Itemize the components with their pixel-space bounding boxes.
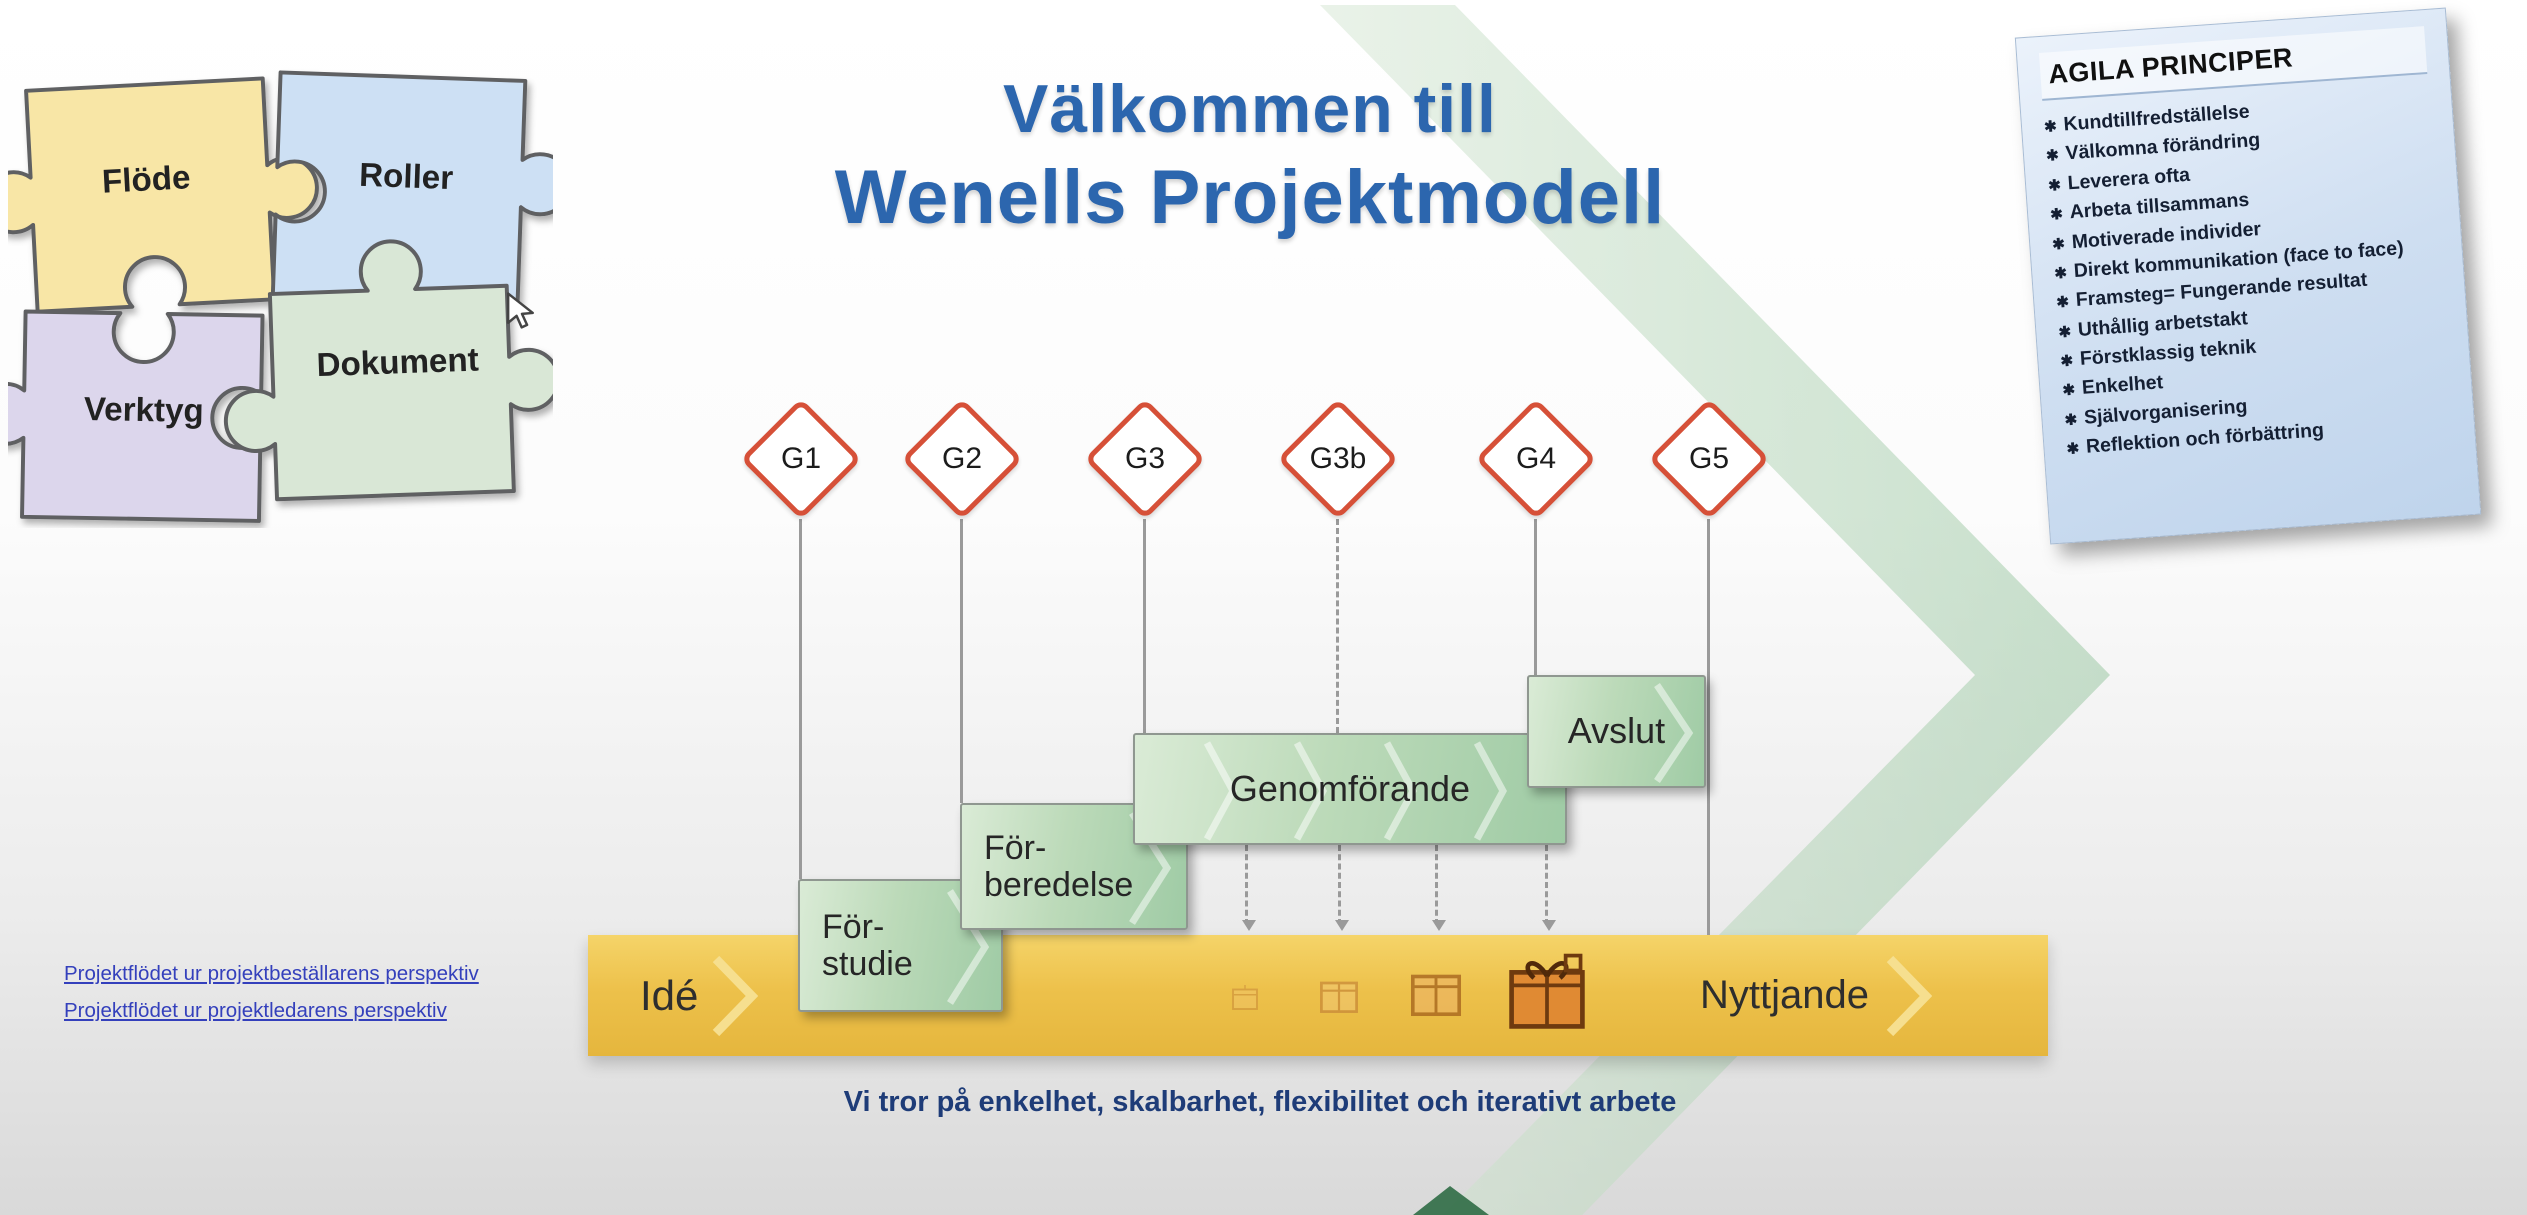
gate-label: G3 [1124,442,1166,475]
gate-g3[interactable]: G3 [1084,398,1206,520]
band-chevron-icon [712,955,758,1037]
cursor-pointer-icon [506,292,535,329]
gate-label: G3b [1309,442,1367,475]
puzzle-piece-dokument[interactable]: Dokument [220,236,553,502]
package-icon-final-delivery [1509,953,1585,1029]
agile-principle-text: Självorganisering [2083,395,2249,429]
gate-line-g3b [1336,519,1339,733]
star-bullet-icon: ✱ [2059,352,2074,371]
gate-line-g5 [1707,519,1710,935]
gate-line-g4 [1534,519,1537,675]
puzzle-label-flode: Flöde [101,159,191,201]
agile-principle-text: Enkelhet [2081,371,2164,400]
gate-label: G1 [780,442,822,475]
star-bullet-icon: ✱ [2049,205,2064,224]
phase-avslut[interactable]: Avslut [1527,675,1706,788]
star-bullet-icon: ✱ [2061,381,2076,400]
gate-g4[interactable]: G4 [1475,398,1597,520]
gate-g1[interactable]: G1 [740,398,862,520]
star-bullet-icon: ✱ [2043,118,2058,136]
gate-label: G4 [1515,442,1557,475]
perspective-links: Projektflödet ur projektbeställarens per… [64,962,479,1036]
puzzle-label-roller: Roller [359,157,454,197]
phase-label: beredelse [984,865,1134,904]
phase-genomforande[interactable]: Genomförande [1133,733,1567,845]
gate-line-g3 [1143,519,1146,733]
gate-g2[interactable]: G2 [901,398,1023,520]
star-bullet-icon: ✱ [2057,323,2072,341]
phase-label: Genomförande [1229,767,1471,809]
star-bullet-icon: ✱ [2047,176,2062,195]
tagline: Vi tror på enkelhet, skalbarhet, flexibi… [843,1086,1677,1118]
title-line2: Wenells Projektmodell [834,155,1666,240]
phase-chevron-icon [1203,741,1507,841]
flow-end-label[interactable]: Nyttjande [1700,973,1869,1017]
delivery-arrow-4 [1542,845,1556,931]
star-bullet-icon: ✱ [2045,147,2060,166]
gate-g3b[interactable]: G3b [1277,398,1399,520]
phase-chevron-icon [1654,683,1694,783]
star-bullet-icon: ✱ [2055,293,2070,312]
gate-g5[interactable]: G5 [1648,398,1770,520]
puzzle-label-dokument: Dokument [316,342,479,385]
star-bullet-icon: ✱ [2053,264,2068,283]
puzzle-menu: Flöde Roller Verktyg Dokument [8,70,553,523]
agile-principle-text: Förstklassig teknik [2079,335,2257,370]
delivery-arrow-1 [1242,845,1256,931]
puzzle-label-verktyg: Verktyg [84,391,204,430]
agile-principle-text: Uthållig arbetstakt [2077,306,2249,341]
package-icon-medium [1320,981,1358,1013]
bottom-green-wedge [1413,1186,1489,1215]
phase-label: Avslut [1567,710,1666,752]
flow-start-label[interactable]: Idé [640,971,699,1019]
delivery-arrow-3 [1432,845,1446,931]
package-icon-small [1232,985,1258,1010]
link-projektledare-perspektiv[interactable]: Projektflödet ur projektledarens perspek… [64,999,447,1022]
title-line1: Välkommen till [1003,71,1497,147]
phase-label: studie [822,944,913,983]
band-chevron-icon [1886,955,1932,1037]
link-bestallare-perspektiv[interactable]: Projektflödet ur projektbeställarens per… [64,962,479,985]
phase-label: För- [822,907,885,946]
agile-card-title: AGILA PRINCIPER [2038,26,2428,101]
star-bullet-icon: ✱ [2051,235,2066,254]
agile-principles-card: AGILA PRINCIPER ✱Kundtillfredställelse ✱… [2014,7,2482,545]
agile-principles-list: ✱Kundtillfredställelse ✱Välkomna förändr… [2043,87,2452,461]
gate-label: G5 [1688,442,1730,475]
gate-line-g2 [960,519,963,803]
agile-principle-text: Leverera ofta [2066,163,2191,195]
page-title: Välkommen till Wenells Projektmodell [700,70,1800,241]
puzzle-piece-verktyg[interactable]: Verktyg [8,309,265,523]
star-bullet-icon: ✱ [2066,440,2080,459]
puzzle-piece-flode[interactable]: Flöde [8,76,323,314]
gate-label: G2 [941,442,983,475]
package-icon-large [1410,974,1462,1017]
delivery-arrow-2 [1335,845,1349,931]
phase-label: För- [984,828,1047,867]
gate-line-g1 [799,519,802,879]
star-bullet-icon: ✱ [2064,411,2078,429]
